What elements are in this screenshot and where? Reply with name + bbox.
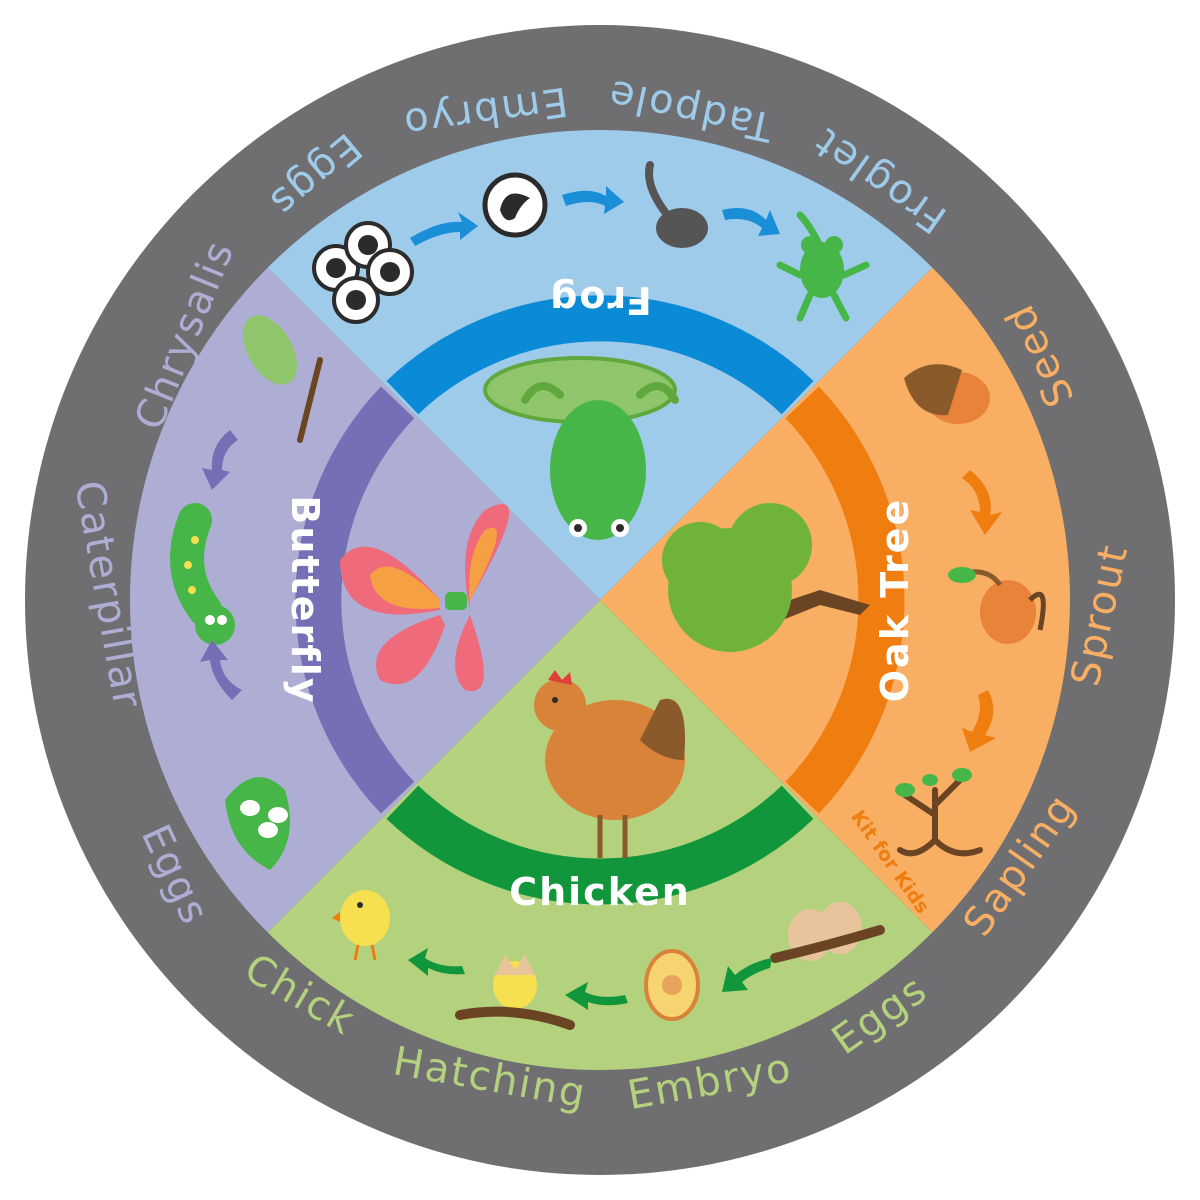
arrow-icon	[410, 186, 780, 246]
froglet-icon	[776, 211, 870, 322]
hatching-chick-icon	[455, 955, 575, 1030]
sapling-icon	[895, 768, 983, 857]
sprout-icon	[948, 567, 1046, 644]
chrysalis-icon	[243, 315, 323, 443]
oak-band	[785, 386, 905, 814]
butterfly-eggs-icon	[225, 777, 290, 870]
oak-tree-icon	[662, 503, 870, 652]
frog-title: Frog	[548, 278, 652, 322]
oak-title: Oak Tree	[873, 498, 917, 702]
frog-embryo-icon	[482, 172, 548, 238]
arrow-icon	[962, 470, 1002, 752]
chicken-band	[386, 785, 814, 905]
arrow-icon	[408, 948, 772, 1010]
chicken-eggs-icon	[770, 902, 885, 963]
butterfly-title: Butterfly	[283, 495, 327, 704]
hen-icon	[534, 670, 685, 858]
chicken-title: Chicken	[509, 870, 691, 914]
butterfly-icon	[340, 504, 510, 692]
tadpole-icon	[645, 161, 708, 248]
butterfly-band	[295, 386, 415, 814]
frog-icon	[483, 356, 679, 540]
bands	[295, 295, 905, 905]
chick-icon	[332, 890, 390, 961]
arrow-icon	[200, 430, 242, 700]
caterpillar-icon	[170, 503, 235, 645]
frog-eggs-icon	[312, 221, 414, 324]
frog-band	[386, 295, 814, 415]
acorn-icon	[904, 364, 990, 424]
chicken-embryo-icon	[644, 949, 700, 1021]
